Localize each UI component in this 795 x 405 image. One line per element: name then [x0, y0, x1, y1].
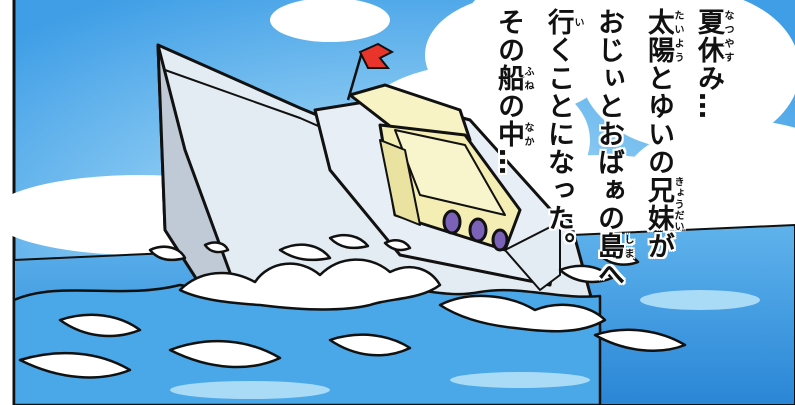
- ruby-word: 行い: [543, 8, 583, 36]
- narration-line: 太陽たいようとゆいの兄妹きょうだいが: [643, 8, 683, 260]
- boat: [156, 43, 602, 332]
- ruby-word: 夏休なつやす: [693, 8, 733, 64]
- narration-line: おじぃとおばぁの島しまへ: [593, 8, 633, 288]
- porthole: [468, 217, 488, 243]
- wave-splash: [12, 234, 687, 405]
- porthole: [442, 209, 462, 235]
- porthole: [491, 228, 509, 252]
- ruby-word: 船ふね: [493, 64, 533, 92]
- ruby-word: 中なか: [493, 120, 533, 148]
- flag-icon: [358, 42, 395, 69]
- ruby-word: 島しま: [593, 232, 633, 260]
- ruby-word: 兄妹きょうだい: [643, 176, 683, 232]
- narration-caption: 夏休なつやすみ… 太陽たいようとゆいの兄妹きょうだいが おじぃとおばぁの島しまへ…: [483, 8, 733, 398]
- narration-line: その船ふねの中なか…: [493, 8, 533, 176]
- ruby-word: 太陽たいよう: [643, 8, 683, 64]
- narration-line: 夏休なつやすみ…: [693, 8, 733, 120]
- sea-highlights: [170, 290, 760, 399]
- narration-line: 行いくことになった。: [543, 8, 583, 260]
